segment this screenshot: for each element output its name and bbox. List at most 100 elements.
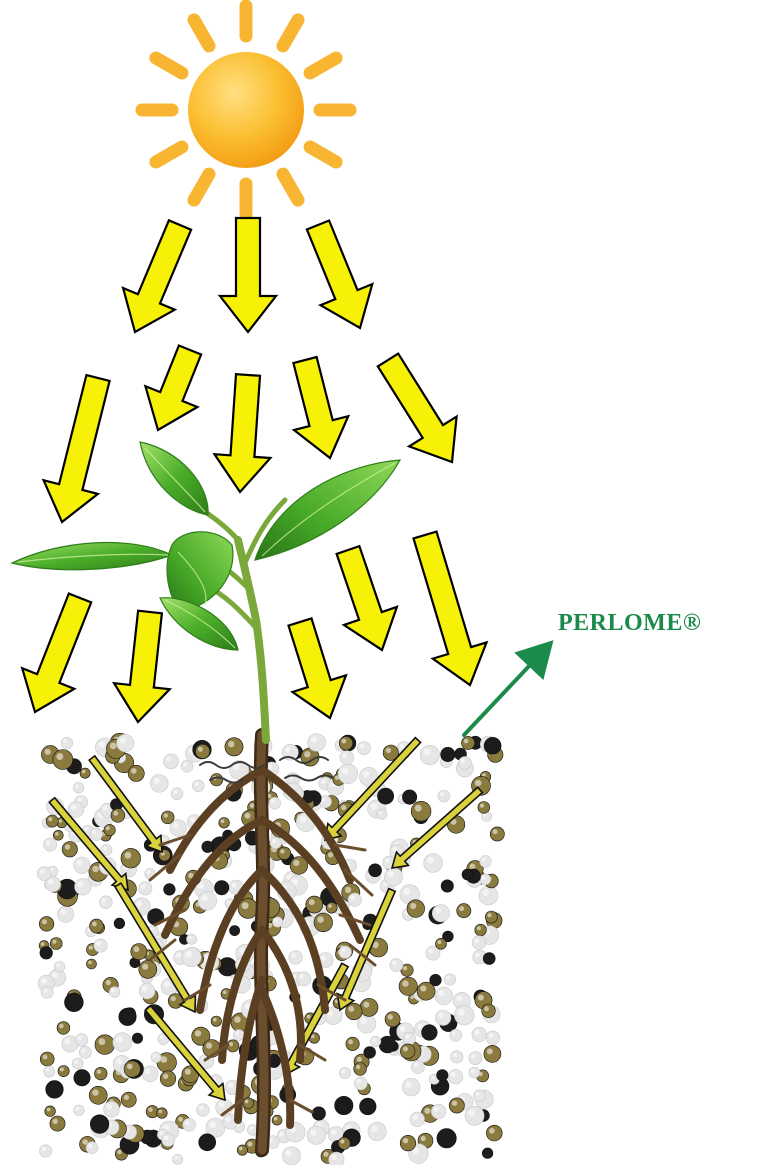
- granule-highlight: [372, 1038, 376, 1042]
- granule-highlight: [173, 823, 179, 829]
- granule-highlight: [402, 980, 408, 986]
- granule-highlight: [89, 946, 93, 950]
- granule-highlight: [125, 852, 132, 859]
- soil-granule: [307, 1126, 326, 1145]
- granule-highlight: [154, 778, 160, 784]
- granule-highlight: [213, 1018, 217, 1022]
- granule-highlight: [342, 739, 347, 744]
- granule-highlight: [331, 1129, 337, 1135]
- soil-granule: [73, 783, 84, 794]
- sun-icon: [142, 6, 350, 214]
- granule-highlight: [311, 737, 317, 743]
- soil-granule: [436, 1010, 451, 1025]
- soil-granule: [459, 757, 472, 770]
- soil-granule: [484, 737, 501, 754]
- sun-ray: [194, 174, 209, 200]
- granule-highlight: [285, 747, 291, 753]
- granule-highlight: [60, 1068, 64, 1072]
- sunlight-arrow: [123, 220, 191, 332]
- granule-highlight: [363, 1002, 369, 1008]
- granule-highlight: [41, 942, 45, 946]
- granule-highlight: [428, 949, 433, 954]
- granule-highlight: [185, 1069, 191, 1075]
- soil-granule: [162, 1133, 175, 1146]
- taproot-inner: [261, 735, 264, 1150]
- granule-highlight: [225, 1117, 230, 1122]
- granule-highlight: [113, 811, 118, 816]
- soil-granule: [161, 811, 174, 824]
- granule-highlight: [249, 1127, 253, 1131]
- granule-highlight: [321, 779, 326, 784]
- granule-highlight: [76, 1107, 80, 1111]
- granule-highlight: [458, 1009, 465, 1016]
- granule-highlight: [97, 1070, 101, 1074]
- granule-highlight: [456, 995, 462, 1001]
- granule-highlight: [403, 1138, 408, 1143]
- sun-ray: [310, 147, 336, 162]
- soil-granule: [385, 1012, 400, 1027]
- soil-granule: [124, 1061, 140, 1077]
- soil-granule: [368, 1122, 386, 1140]
- granule-highlight: [452, 1031, 456, 1035]
- soil-granule: [469, 1067, 480, 1078]
- soil-granule: [402, 790, 416, 804]
- sunlight-arrow: [414, 532, 487, 685]
- sun-ray: [283, 174, 298, 200]
- soil-granule: [377, 809, 387, 819]
- soil-granule: [326, 902, 337, 913]
- granule-highlight: [345, 887, 351, 893]
- soil-granule: [462, 869, 473, 880]
- granule-highlight: [198, 747, 203, 752]
- soil-granule: [407, 900, 425, 918]
- granule-highlight: [248, 1142, 253, 1147]
- granule-highlight: [414, 1063, 419, 1068]
- soil-granule: [128, 765, 144, 781]
- soil-granule: [340, 751, 354, 765]
- granule-highlight: [400, 744, 405, 749]
- granule-highlight: [470, 864, 476, 870]
- soil-granule: [187, 934, 197, 944]
- granule-highlight: [228, 1083, 233, 1088]
- soil-granule: [435, 987, 453, 1005]
- product-label: PERLOME®: [558, 610, 701, 637]
- soil-granule: [339, 946, 351, 958]
- soil-granule: [57, 1022, 70, 1035]
- soil-granule: [99, 896, 112, 909]
- granule-highlight: [357, 1057, 362, 1062]
- soil-granule: [80, 768, 90, 778]
- granule-highlight: [43, 989, 47, 993]
- granule-highlight: [403, 966, 407, 970]
- soil-granule: [164, 754, 179, 769]
- sunlight-arrow: [44, 375, 110, 522]
- soil-granule: [40, 1145, 52, 1157]
- soil-granule: [198, 891, 217, 910]
- granule-highlight: [52, 940, 56, 944]
- soil-granule: [104, 824, 115, 835]
- granule-highlight: [424, 1108, 430, 1114]
- granule-highlight: [392, 961, 397, 966]
- granule-highlight: [71, 804, 77, 810]
- granule-highlight: [59, 1024, 64, 1029]
- soil-granule: [472, 936, 486, 950]
- granule-highlight: [53, 1119, 58, 1124]
- granule-highlight: [421, 1136, 426, 1141]
- soil-granule: [473, 1090, 485, 1102]
- granule-highlight: [42, 1147, 46, 1151]
- soil-granule: [360, 998, 378, 1016]
- granule-highlight: [403, 1047, 408, 1052]
- soil-granule: [479, 886, 498, 905]
- granule-highlight: [274, 919, 278, 923]
- granule-highlight: [300, 816, 307, 823]
- soil-granule: [354, 1077, 367, 1090]
- granule-highlight: [475, 938, 480, 943]
- granule-highlight: [55, 832, 59, 836]
- granule-highlight: [176, 953, 181, 958]
- soil-granule: [57, 906, 73, 922]
- granule-highlight: [310, 1129, 317, 1136]
- soil-granule: [243, 1098, 254, 1109]
- soil-granule: [183, 1118, 196, 1131]
- soil-granule: [89, 1086, 107, 1104]
- granule-highlight: [464, 739, 469, 744]
- soil-granule: [480, 856, 492, 868]
